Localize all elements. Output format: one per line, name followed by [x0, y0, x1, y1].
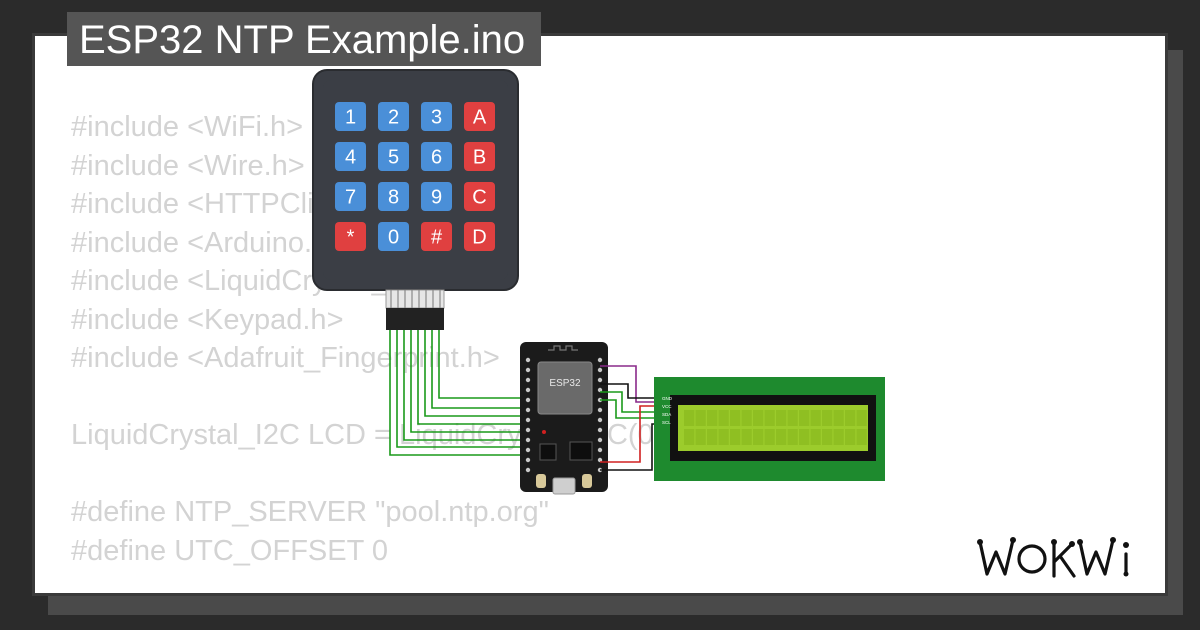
keypad-key-label: 7 [345, 187, 356, 209]
keypad[interactable]: 1 2 3 A 4 5 6 B 7 8 9 C * 0 # D [312, 69, 519, 330]
lcd-cell [707, 429, 718, 445]
wire [424, 330, 530, 417]
keypad-key-label: 8 [388, 187, 399, 209]
lcd-pin-label: SCL [662, 420, 671, 425]
keypad-key-label: B [473, 147, 486, 169]
keypad-key-1[interactable]: 1 [335, 102, 366, 131]
keypad-key-label: D [472, 227, 486, 249]
keypad-key-label: 2 [388, 107, 399, 129]
lcd-cell [845, 429, 856, 445]
wire-red [600, 405, 660, 463]
code-line: #define UTC_OFFSET 0 [71, 534, 388, 567]
esp32-label: ESP32 [549, 378, 581, 389]
wire-green [600, 399, 660, 419]
lcd-cell [741, 410, 752, 426]
keypad-key-label: A [473, 107, 487, 129]
keypad-key-0[interactable]: 0 [378, 222, 409, 251]
lcd-cell [856, 429, 867, 445]
lcd-display[interactable]: GND VCC SDA SCL [654, 377, 885, 481]
lcd-cell [833, 410, 844, 426]
lcd-cell [730, 410, 741, 426]
code-line: #define NTP_SERVER "pool.ntp.org" [71, 496, 549, 528]
lcd-cell [684, 429, 695, 445]
keypad-key-label: 9 [431, 187, 442, 209]
wire-purple [600, 365, 660, 403]
lcd-cell [856, 410, 867, 426]
lcd-cell [845, 410, 856, 426]
keypad-key-D[interactable]: D [464, 222, 495, 251]
lcd-cell [822, 429, 833, 445]
lcd-cell [684, 410, 695, 426]
code-line: #include <Wire.h> [71, 149, 305, 182]
lcd-pin-label: GND [662, 396, 673, 401]
wire-green [600, 391, 660, 413]
keypad-key-A[interactable]: A [464, 102, 495, 131]
wire [396, 330, 530, 448]
wire [389, 330, 530, 456]
keypad-key-3[interactable]: 3 [421, 102, 452, 131]
lcd-cell [764, 410, 775, 426]
wire-black [600, 423, 660, 471]
lcd-pin-label: SDA [662, 412, 671, 417]
lcd-cell [776, 429, 787, 445]
keypad-key-2[interactable]: 2 [378, 102, 409, 131]
keypad-key-label: 1 [345, 107, 356, 129]
code-line: #include <Keypad.h> [71, 303, 344, 336]
lcd-cell [753, 410, 764, 426]
keypad-key-8[interactable]: 8 [378, 182, 409, 211]
wire [431, 330, 530, 409]
lcd-cell [753, 429, 764, 445]
lcd-cell [695, 410, 706, 426]
keypad-key-label: 5 [388, 147, 399, 169]
keypad-key-9[interactable]: 9 [421, 182, 452, 211]
lcd-cell [718, 410, 729, 426]
lcd-cell [799, 429, 810, 445]
keypad-wires [389, 330, 530, 456]
lcd-cell [718, 429, 729, 445]
keypad-key-label: * [347, 227, 355, 249]
wire [417, 330, 530, 425]
keypad-key-label: # [431, 227, 443, 249]
wire [410, 330, 530, 433]
wokwi-logo [977, 537, 1129, 578]
keypad-key-label: 3 [431, 107, 442, 129]
lcd-cell [810, 410, 821, 426]
keypad-key-#[interactable]: # [421, 222, 452, 251]
lcd-wires [600, 365, 660, 471]
keypad-key-label: 6 [431, 147, 442, 169]
lcd-cell [707, 410, 718, 426]
keypad-key-6[interactable]: 6 [421, 142, 452, 171]
project-title: ESP32 NTP Example.ino [67, 12, 541, 66]
keypad-key-5[interactable]: 5 [378, 142, 409, 171]
lcd-cell [787, 429, 798, 445]
keypad-key-B[interactable]: B [464, 142, 495, 171]
code-line: #include <WiFi.h> [71, 111, 304, 143]
keypad-key-C[interactable]: C [464, 182, 495, 211]
code-line: #include <Adafruit_Fingerprint.h> [71, 342, 500, 374]
lcd-pin-label: VCC [662, 404, 672, 409]
lcd-cell [833, 429, 844, 445]
keypad-key-label: C [472, 187, 486, 209]
lcd-cell [764, 429, 775, 445]
lcd-cell [741, 429, 752, 445]
wire [403, 330, 530, 441]
lcd-cell [776, 410, 787, 426]
keypad-key-label: 0 [388, 227, 399, 249]
lcd-cell [730, 429, 741, 445]
keypad-key-label: 4 [345, 147, 356, 169]
wire-black [600, 383, 660, 399]
wire [438, 330, 530, 399]
keypad-key-7[interactable]: 7 [335, 182, 366, 211]
keypad-key-*[interactable]: * [335, 222, 366, 251]
keypad-key-4[interactable]: 4 [335, 142, 366, 171]
lcd-cell [822, 410, 833, 426]
lcd-cell [799, 410, 810, 426]
lcd-cell [810, 429, 821, 445]
lcd-cell [787, 410, 798, 426]
lcd-cell [695, 429, 706, 445]
esp32-board[interactable]: ESP32 [520, 342, 608, 495]
project-card: #include <WiFi.h> #include <Wire.h> #inc… [32, 33, 1168, 596]
